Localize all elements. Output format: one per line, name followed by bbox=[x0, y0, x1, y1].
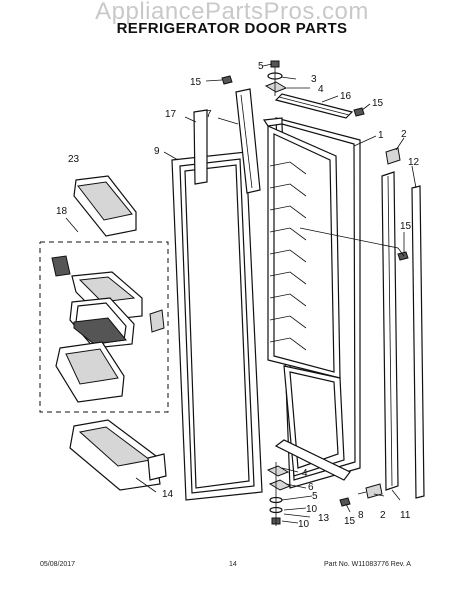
callout-2-lower: 2 bbox=[380, 510, 386, 521]
callout-7: 7 bbox=[206, 109, 212, 120]
footer-page-number: 14 bbox=[229, 561, 237, 568]
bottom-hinge-hardware bbox=[266, 439, 351, 526]
callout-10-lower: 10 bbox=[298, 519, 310, 530]
top-hinge-bracket-part-16 bbox=[274, 93, 354, 119]
callout-15-top-right: 15 bbox=[372, 98, 384, 109]
callout-13: 13 bbox=[318, 513, 330, 524]
callout-15-right: 15 bbox=[400, 221, 412, 232]
callout-11: 11 bbox=[400, 510, 411, 521]
callout-4-top: 4 bbox=[318, 84, 324, 95]
callout-4-bottom: 4 bbox=[302, 468, 308, 479]
callout-15-bottom: 15 bbox=[344, 516, 356, 527]
watermark-text: AppliancePartsPros.com bbox=[95, 0, 369, 25]
footer-date: 05/08/2017 bbox=[40, 561, 76, 568]
callout-5-top: 5 bbox=[258, 61, 264, 72]
page-title: REFRIGERATOR DOOR PARTS bbox=[116, 20, 348, 37]
door-bin-part-23 bbox=[73, 175, 137, 237]
footer-part-number: Part No. W11083776 Rev. A bbox=[324, 561, 411, 568]
callout-12: 12 bbox=[408, 157, 420, 168]
callout-23: 23 bbox=[68, 154, 80, 165]
callout-5-bottom: 5 bbox=[312, 491, 318, 502]
callout-3: 3 bbox=[311, 74, 317, 85]
callout-17: 17 bbox=[165, 109, 177, 120]
handle-clip-part-2-upper bbox=[385, 147, 401, 165]
dairy-compartment-assembly-part-18 bbox=[39, 241, 169, 413]
door-bin-part-14 bbox=[69, 419, 167, 491]
screw-fasteners-part-15 bbox=[221, 75, 409, 507]
callout-18: 18 bbox=[56, 206, 68, 217]
callout-16: 16 bbox=[340, 91, 352, 102]
callout-numbers: 5 3 4 15 16 15 17 7 9 1 2 12 15 23 18 4 … bbox=[56, 61, 420, 530]
callout-6: 6 bbox=[308, 482, 314, 493]
callout-10-upper: 10 bbox=[306, 504, 318, 515]
door-trim-part-7 bbox=[235, 88, 261, 194]
callout-9: 9 bbox=[154, 146, 160, 157]
door-strip-part-17 bbox=[193, 109, 208, 185]
callout-15-top-left: 15 bbox=[190, 77, 202, 88]
callout-leader-lines bbox=[65, 63, 417, 524]
door-gasket-part-9 bbox=[171, 151, 263, 501]
callout-1: 1 bbox=[378, 130, 384, 141]
door-shelf-ribs bbox=[269, 161, 307, 351]
handle-trim-part-11 bbox=[381, 171, 399, 491]
callout-2-upper: 2 bbox=[401, 129, 407, 140]
handle-clip-part-2-lower bbox=[365, 483, 383, 499]
callout-8: 8 bbox=[358, 510, 364, 521]
callout-14: 14 bbox=[162, 489, 174, 500]
end-cap-part-12 bbox=[411, 185, 425, 499]
door-panel-part-1 bbox=[262, 117, 361, 489]
top-hinge-hardware bbox=[264, 60, 288, 96]
